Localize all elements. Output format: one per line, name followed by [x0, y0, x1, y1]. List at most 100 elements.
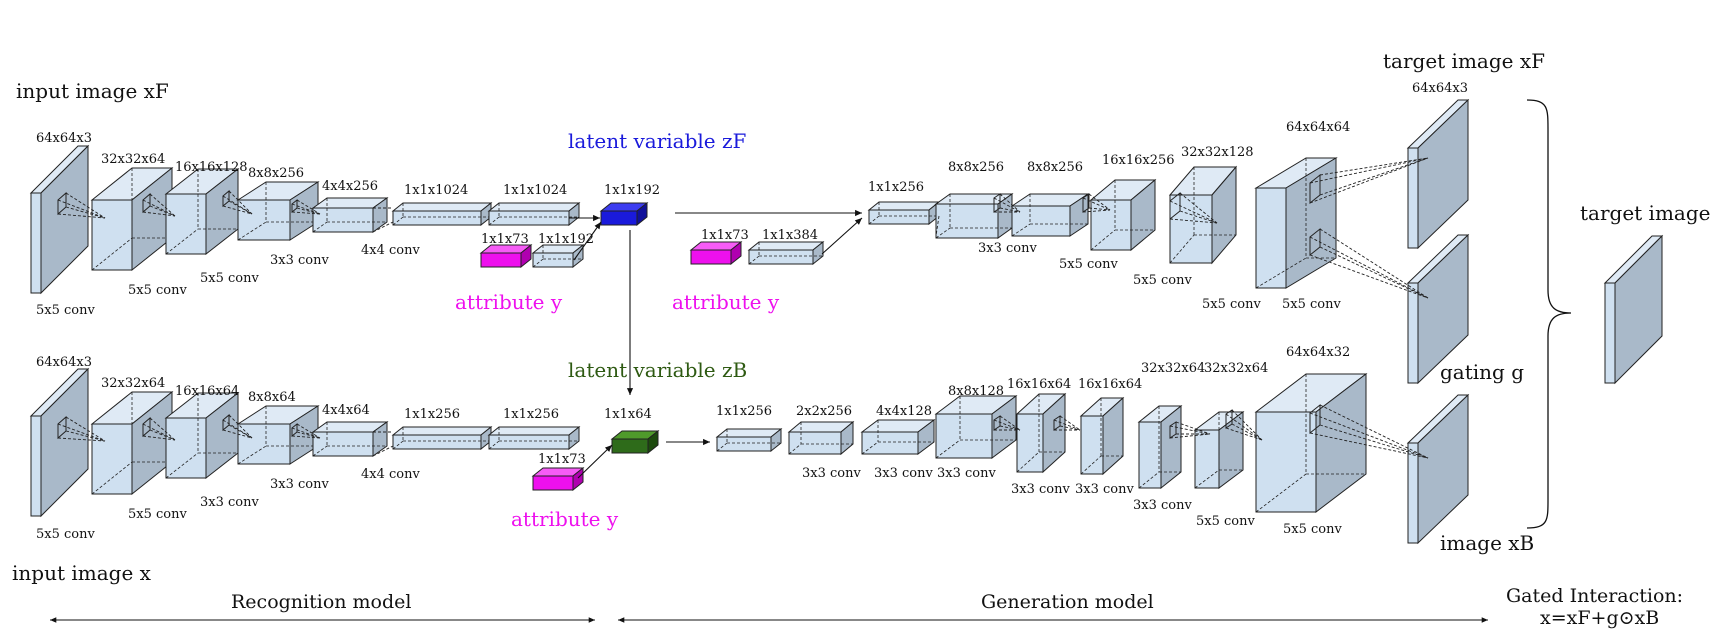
latent-zF-label: latent variable zF — [568, 129, 747, 153]
dim-label: 1x1x192 — [538, 232, 594, 247]
deconv-block — [1089, 178, 1157, 252]
conv-kernel — [1169, 191, 1218, 224]
fc-connect — [372, 431, 394, 457]
conv-kernel — [1225, 409, 1263, 441]
conv-kernel — [57, 415, 106, 442]
deconv-block — [1015, 392, 1067, 474]
conv-kernel — [291, 422, 321, 439]
dim-label: 8x8x256 — [1027, 160, 1083, 175]
op-label: 5x5 conv — [1282, 297, 1341, 312]
dim-label: 1x1x73 — [481, 232, 529, 247]
dim-label: 16x16x128 — [175, 160, 248, 175]
gating-g-label: gating g — [1440, 360, 1524, 384]
attribute-label-top-dec: attribute y — [672, 290, 780, 314]
recognition-model-label: Recognition model — [231, 591, 411, 613]
dim-label: 32x32x128 — [1181, 145, 1254, 160]
op-label: 3x3 conv — [978, 241, 1037, 256]
conv-kernel — [1082, 193, 1111, 213]
dim-label: 64x64x3 — [1412, 81, 1468, 96]
deconv-block — [934, 193, 1014, 239]
fc-connect — [935, 201, 940, 237]
attribute-label-top-enc: attribute y — [455, 290, 563, 314]
conv-kernel — [222, 413, 253, 439]
dim-label: 1x1x256 — [503, 407, 559, 422]
dim-label: 32x32x64 — [1204, 361, 1268, 376]
dim-label: 1x1x73 — [701, 228, 749, 243]
op-label: 3x3 conv — [874, 466, 933, 481]
op-label: 5x5 conv — [1133, 273, 1192, 288]
image-xB-label: image xB — [1440, 531, 1534, 555]
dim-label: 32x32x64 — [1141, 361, 1205, 376]
dim-label: 1x1x1024 — [503, 183, 567, 198]
deconv-block — [1193, 411, 1245, 489]
dim-label: 64x64x32 — [1286, 345, 1350, 360]
dim-label: 64x64x3 — [36, 355, 92, 370]
fc-block — [391, 201, 493, 227]
connection-lines — [50, 99, 1572, 623]
dim-label: 64x64x64 — [1286, 120, 1350, 135]
dim-label: 4x4x128 — [876, 404, 932, 419]
op-label: 3x3 conv — [270, 477, 329, 492]
dim-label: 1x1x256 — [868, 180, 924, 195]
fc-block — [487, 201, 581, 227]
attribute-label-bot-enc: attribute y — [511, 507, 619, 531]
input-image-xF-label: input image xF — [16, 79, 169, 103]
conv-block — [236, 181, 320, 241]
dim-label: 16x16x64 — [1078, 377, 1142, 392]
dim-label: 32x32x64 — [101, 152, 165, 167]
latent-zB-label: latent variable zB — [568, 358, 747, 382]
fc-block — [715, 427, 783, 453]
arrow — [573, 221, 602, 261]
deconv-block — [1168, 165, 1238, 265]
conv-kernel — [291, 198, 321, 215]
deconv-block — [860, 419, 936, 455]
dim-label: 1x1x1024 — [404, 183, 468, 198]
deconv-block — [1254, 157, 1338, 289]
op-label: 5x5 conv — [1059, 257, 1118, 272]
fc-block — [531, 243, 585, 269]
dim-label: 8x8x256 — [248, 166, 304, 181]
op-label: 3x3 conv — [1075, 482, 1134, 497]
arrow — [577, 444, 613, 479]
input-image-x-label: input image x — [12, 561, 152, 585]
conv-kernel — [142, 416, 176, 441]
dim-label: 1x1x192 — [604, 183, 660, 198]
op-label: 5x5 conv — [1283, 522, 1342, 537]
conv-kernel — [993, 193, 1021, 213]
op-label: 3x3 conv — [802, 466, 861, 481]
deconv-block — [1010, 193, 1090, 237]
labels: input image xF input image x target imag… — [12, 49, 1716, 629]
dim-label: 1x1x256 — [404, 407, 460, 422]
deconv-block — [934, 395, 1018, 459]
target-image-x-slab — [1603, 234, 1664, 385]
op-label: 5x5 conv — [200, 271, 259, 286]
dim-label: 16x16x256 — [1102, 153, 1175, 168]
conv-kernel — [142, 192, 176, 217]
dim-label: 8x8x256 — [948, 160, 1004, 175]
deconv-block — [787, 420, 855, 456]
op-label: 3x3 conv — [200, 495, 259, 510]
gated-formula-label: x=xF+g⊙xB — [1540, 607, 1659, 629]
fc-connect — [372, 207, 394, 233]
layer-blocks — [29, 98, 1664, 545]
conv-kernel — [1309, 227, 1429, 299]
latent-zB-block — [610, 429, 660, 455]
conv-kernel — [993, 415, 1021, 431]
dim-label: 1x1x384 — [762, 228, 818, 243]
op-label: 5x5 conv — [128, 283, 187, 298]
deconv-block — [1254, 372, 1368, 514]
op-label: 5x5 conv — [36, 527, 95, 542]
conv-kernel — [1169, 421, 1211, 439]
arrow — [821, 217, 863, 255]
brace — [1526, 99, 1572, 529]
op-label: 3x3 conv — [270, 253, 329, 268]
dim-label: 16x16x64 — [1007, 377, 1071, 392]
dim-label: 16x16x64 — [175, 384, 239, 399]
deconv-block — [1137, 404, 1183, 490]
fc-block — [487, 425, 581, 451]
op-label: 4x4 conv — [361, 467, 420, 482]
dim-label: 8x8x128 — [948, 384, 1004, 399]
target-image-x-label: target image x — [1580, 201, 1716, 225]
conv-kernel — [222, 189, 253, 215]
